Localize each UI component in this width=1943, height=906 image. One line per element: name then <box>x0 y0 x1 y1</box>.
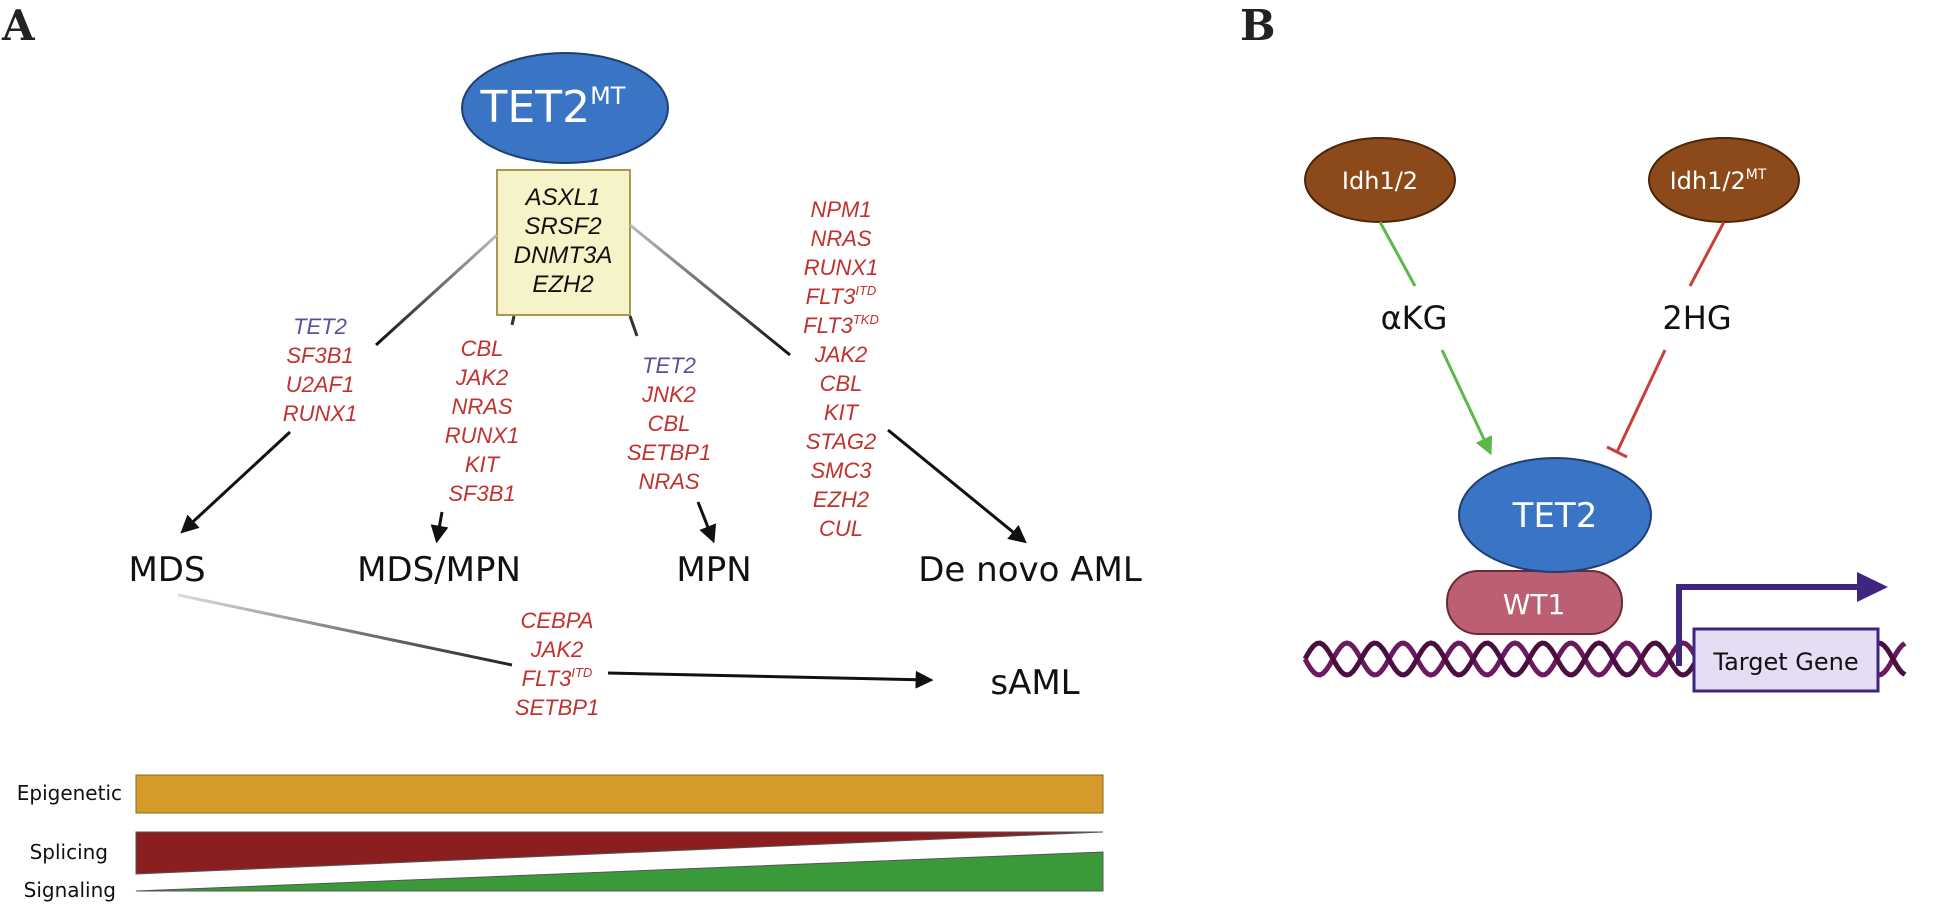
outcome-mpn: MPN <box>676 550 751 590</box>
co-mutation-box <box>496 169 631 316</box>
gene-mdsmpn-1: JAK2 <box>455 365 509 390</box>
gene-box-1: SRSF2 <box>524 213 601 240</box>
gene-mpn-4: NRAS <box>638 469 699 494</box>
gene-mdsmpn-0: CBL <box>461 336 504 361</box>
gene-mpn-2: CBL <box>648 411 691 436</box>
2hg-label: 2HG <box>1662 299 1731 337</box>
gene-aml-8: STAG2 <box>806 429 877 454</box>
gene-saml-1: JAK2 <box>530 637 584 662</box>
gene-aml-10: EZH2 <box>813 487 869 512</box>
outcome-saml: sAML <box>990 663 1079 703</box>
gene-mds-0: TET2 <box>293 314 347 339</box>
gene-box-3: EZH2 <box>532 271 593 298</box>
panel-a-letter: A <box>1 1 36 50</box>
gene-mdsmpn-2: NRAS <box>451 394 512 419</box>
gene-aml-3: FLT3ITD <box>806 283 877 309</box>
wt1-label: WT1 <box>1503 588 1566 621</box>
transcription-arrowhead <box>1857 572 1888 602</box>
arrow-to-de-novo-aml <box>887 428 1027 544</box>
gene-aml-1: NRAS <box>810 226 871 251</box>
edge-box-to-mpn-upper <box>628 315 639 337</box>
edge-box-to-mds-upper <box>374 233 499 347</box>
outcome-mds-mpn: MDS/MPN <box>357 550 521 590</box>
outcome-de-novo-aml: De novo AML <box>918 550 1142 590</box>
edge-mds-to-saml <box>177 593 513 667</box>
arrow-to-saml <box>607 670 934 689</box>
gene-box-0: ASXL1 <box>524 184 601 211</box>
gene-aml-9: SMC3 <box>810 458 872 483</box>
target-gene-box <box>1692 627 1880 693</box>
arrow-to-mdsmpn <box>430 511 449 544</box>
epigenetic-bar <box>135 774 1104 814</box>
epigenetic-label: Epigenetic <box>17 781 122 805</box>
tet2-mt-node <box>461 52 669 164</box>
gene-saml-0: CEBPA <box>521 608 594 633</box>
idh-mt-label: Idh1/2MT <box>1670 167 1767 195</box>
akg-label: αKG <box>1381 299 1448 337</box>
gene-mds-2: U2AF1 <box>286 372 354 397</box>
arrow-to-mds <box>180 430 292 534</box>
idh-wt-label: Idh1/2 <box>1342 167 1418 195</box>
tet2-label: TET2 <box>1512 496 1598 536</box>
gene-aml-7: KIT <box>824 400 860 425</box>
gene-saml-2: FLT3ITD <box>522 665 593 691</box>
tet2-node <box>1458 457 1652 573</box>
gene-mpn-1: JNK2 <box>641 382 696 407</box>
panel-b-letter: B <box>1240 1 1276 50</box>
signaling-wedge <box>135 851 1104 892</box>
gene-saml-3: SETBP1 <box>515 695 599 720</box>
gene-mds-1: SF3B1 <box>286 343 353 368</box>
akg-activates-tet2-arrow <box>1440 349 1493 456</box>
gene-mdsmpn-5: SF3B1 <box>448 481 515 506</box>
gene-mpn-0: TET2 <box>642 353 696 378</box>
2hg-inhibits-tet2-line <box>1615 349 1667 453</box>
inhibition-bar <box>1606 445 1628 459</box>
gene-aml-2: RUNX1 <box>804 255 879 280</box>
gene-aml-11: CUL <box>819 516 863 541</box>
outcome-mds: MDS <box>128 550 205 590</box>
gene-aml-4: FLT3TKD <box>803 312 879 338</box>
gene-aml-5: JAK2 <box>814 342 868 367</box>
transcription-start-line <box>1676 584 1860 666</box>
tet2-mt-label: TET2MT <box>480 82 626 133</box>
splicing-label: Splicing <box>30 840 108 864</box>
gene-mdsmpn-3: RUNX1 <box>445 423 520 448</box>
splicing-wedge <box>135 831 1104 875</box>
idh-mt-to-2hg-line <box>1688 221 1726 287</box>
gene-mdsmpn-4: KIT <box>465 452 501 477</box>
arrow-to-mpn <box>696 501 717 544</box>
idh-to-akg-line <box>1378 221 1417 287</box>
target-gene-label: Target Gene <box>1712 648 1858 676</box>
gene-aml-0: NPM1 <box>810 197 871 222</box>
gene-box-2: DNMT3A <box>514 242 613 269</box>
edge-box-to-mdsmpn-upper <box>510 315 516 326</box>
edge-box-to-aml-upper <box>629 223 791 357</box>
gene-mpn-3: SETBP1 <box>627 440 711 465</box>
gene-mds-3: RUNX1 <box>283 401 358 426</box>
signaling-label: Signaling <box>24 878 116 902</box>
gene-aml-6: CBL <box>820 371 863 396</box>
